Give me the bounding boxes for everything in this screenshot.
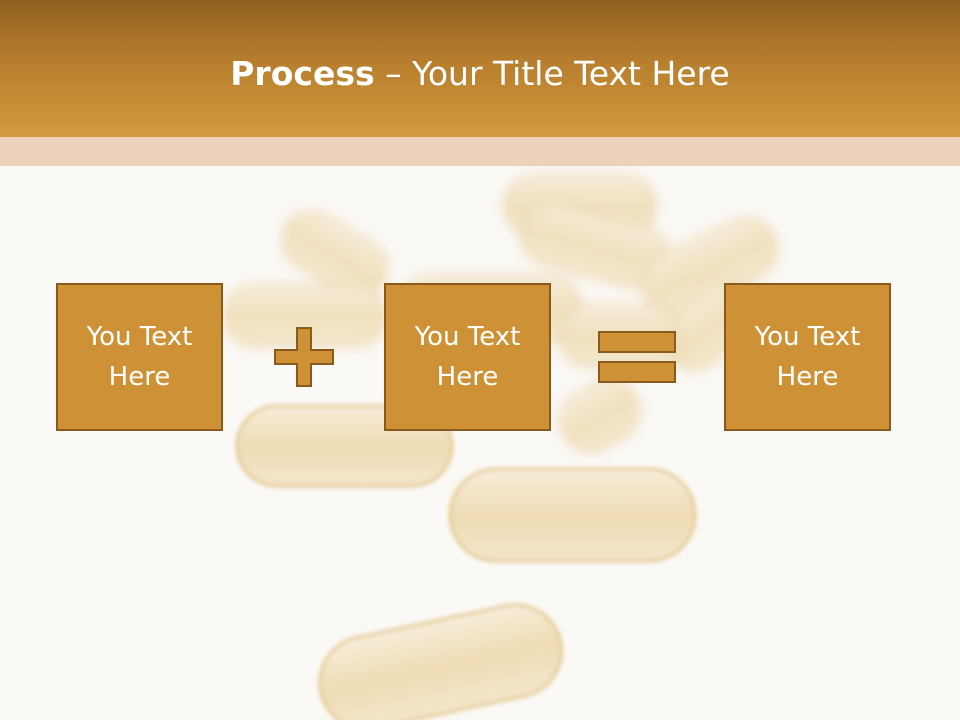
equals-icon xyxy=(598,331,676,383)
process-box-1: You Text Here xyxy=(56,283,223,431)
plus-icon xyxy=(274,327,334,387)
process-box-1-text: You Text Here xyxy=(86,322,193,392)
process-box-3: You Text Here xyxy=(724,283,891,431)
accent-band xyxy=(0,137,960,166)
title-bar: Process – Your Title Text Here xyxy=(0,0,960,137)
capsules-background-image xyxy=(223,174,778,720)
process-box-2: You Text Here xyxy=(384,283,551,431)
process-box-2-text: You Text Here xyxy=(414,322,521,392)
title-bold-part: Process xyxy=(230,54,375,93)
title-rest-part: Your Title Text Here xyxy=(412,54,730,93)
title-separator: – xyxy=(374,54,413,93)
process-box-3-text: You Text Here xyxy=(754,322,861,392)
slide-title: Process – Your Title Text Here xyxy=(0,52,960,96)
